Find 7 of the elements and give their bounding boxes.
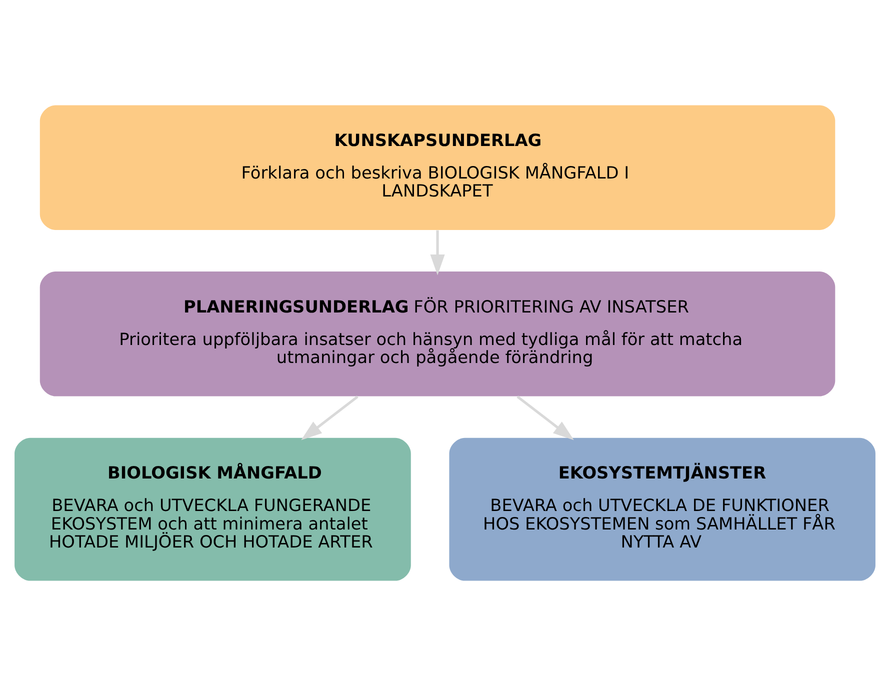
node-box: BIOLOGISK MÅNGFALD BEVARA och UTVECKLA FUNGERANDE EKOSYSTEM och att minimera antalet HOTADE MILJÖER OCH HOTADE ARTER xyxy=(14,437,410,580)
arrow xyxy=(300,395,358,440)
node-box: PLANERINGSUNDERLAG FÖR PRIORITERING AV INSATSER Prioritera uppföljbara insatser och hänsyn med tydliga mål för att matcha utmaningar och pågående förändring xyxy=(39,271,835,396)
arrow xyxy=(430,230,444,275)
arrow xyxy=(516,395,574,440)
node-box: KUNSKAPSUNDERLAG Förklara och beskriva BIOLOGISK MÅNGFALD I LANDSKAPET xyxy=(39,104,835,230)
node-box: EKOSYSTEMTJÄNSTER BEVARA och UTVECKLA DE FUNKTIONER HOS EKOSYSTEMEN som SAMHÄLLET FÅR NYTTA AV xyxy=(448,437,875,580)
